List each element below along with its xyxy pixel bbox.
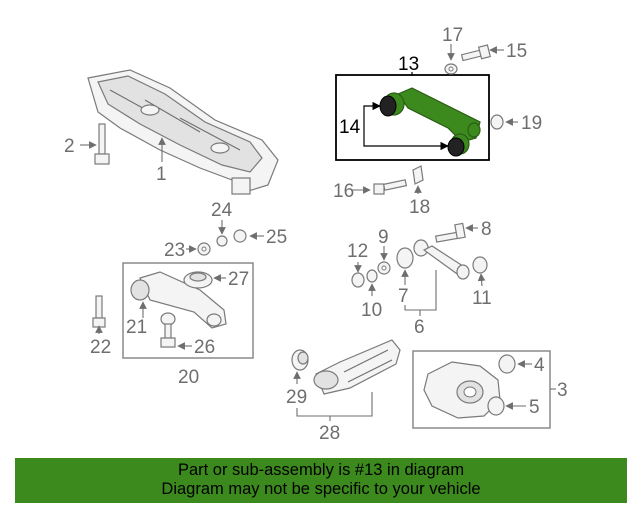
callout-19: 19 xyxy=(521,113,542,134)
callout-22: 22 xyxy=(90,337,111,358)
link-part-6[interactable] xyxy=(396,239,470,280)
washer-part-23[interactable] xyxy=(197,242,211,256)
callout-26: 26 xyxy=(194,337,215,358)
callout-16: 16 xyxy=(333,181,354,202)
bolt-part-16[interactable] xyxy=(373,179,408,195)
nut-part-25[interactable] xyxy=(233,229,247,243)
callout-1: 1 xyxy=(156,164,167,185)
link-part-26[interactable] xyxy=(160,312,176,348)
callout-7: 7 xyxy=(398,286,409,307)
callout-21: 21 xyxy=(126,317,147,338)
washer-part-17[interactable] xyxy=(444,63,458,75)
callout-8: 8 xyxy=(481,219,492,240)
callout-24: 24 xyxy=(211,200,233,221)
callout-2: 2 xyxy=(64,136,75,157)
callout-13: 13 xyxy=(398,54,419,75)
bolt-part-15[interactable] xyxy=(460,44,492,62)
callout-27: 27 xyxy=(228,269,249,290)
callout-23: 23 xyxy=(164,240,185,261)
bushing-part-14[interactable] xyxy=(379,95,465,157)
washer-part-18[interactable] xyxy=(412,165,424,185)
bushing-part-4[interactable] xyxy=(498,354,516,374)
washer-part-9[interactable] xyxy=(377,261,391,275)
bushing-part-11[interactable] xyxy=(472,256,488,274)
nut-part-19[interactable] xyxy=(490,114,504,130)
trailing-arm-part-28[interactable] xyxy=(313,339,401,395)
notice-line-2: Diagram may not be specific to your vehi… xyxy=(161,480,481,498)
washer-part-24[interactable] xyxy=(216,235,228,247)
callout-12: 12 xyxy=(347,241,368,262)
bushing-part-5[interactable] xyxy=(487,396,505,416)
callout-3: 3 xyxy=(557,380,568,401)
callout-18: 18 xyxy=(409,197,430,218)
bushing-part-29[interactable] xyxy=(291,349,309,371)
callout-28: 28 xyxy=(319,423,340,444)
callout-20: 20 xyxy=(178,367,199,388)
bolt-part-22[interactable] xyxy=(92,295,106,328)
lower-arm-part-21[interactable] xyxy=(130,271,227,329)
callout-9: 9 xyxy=(378,227,389,248)
callout-5: 5 xyxy=(529,397,540,418)
callout-25: 25 xyxy=(266,227,287,248)
callout-29: 29 xyxy=(286,387,307,408)
notice-line-1: Part or sub-assembly is #13 in diagram xyxy=(177,461,465,479)
crossmember-part[interactable] xyxy=(87,69,279,195)
knuckle-part-3[interactable] xyxy=(423,361,501,419)
callout-11: 11 xyxy=(472,288,492,309)
callout-17: 17 xyxy=(442,25,463,46)
upper-control-arm-highlighted[interactable] xyxy=(383,87,481,155)
callout-10: 10 xyxy=(361,300,382,321)
callout-6: 6 xyxy=(414,317,425,338)
callout-4: 4 xyxy=(534,355,545,376)
nut-part-10[interactable] xyxy=(366,269,378,283)
callout-14: 14 xyxy=(339,117,361,138)
nut-part-12[interactable] xyxy=(351,272,365,288)
subassembly-box-20 xyxy=(122,262,254,359)
parts-diagram: 1 2 13 14 17 15 19 16 xyxy=(64,25,568,444)
callout-15: 15 xyxy=(506,41,527,62)
bolt-part-8[interactable] xyxy=(434,222,466,243)
notice-banner: Part or sub-assembly is #13 in diagram D… xyxy=(15,458,627,503)
bolt-part-2[interactable] xyxy=(94,123,110,165)
bushing-part-27[interactable] xyxy=(183,271,213,289)
